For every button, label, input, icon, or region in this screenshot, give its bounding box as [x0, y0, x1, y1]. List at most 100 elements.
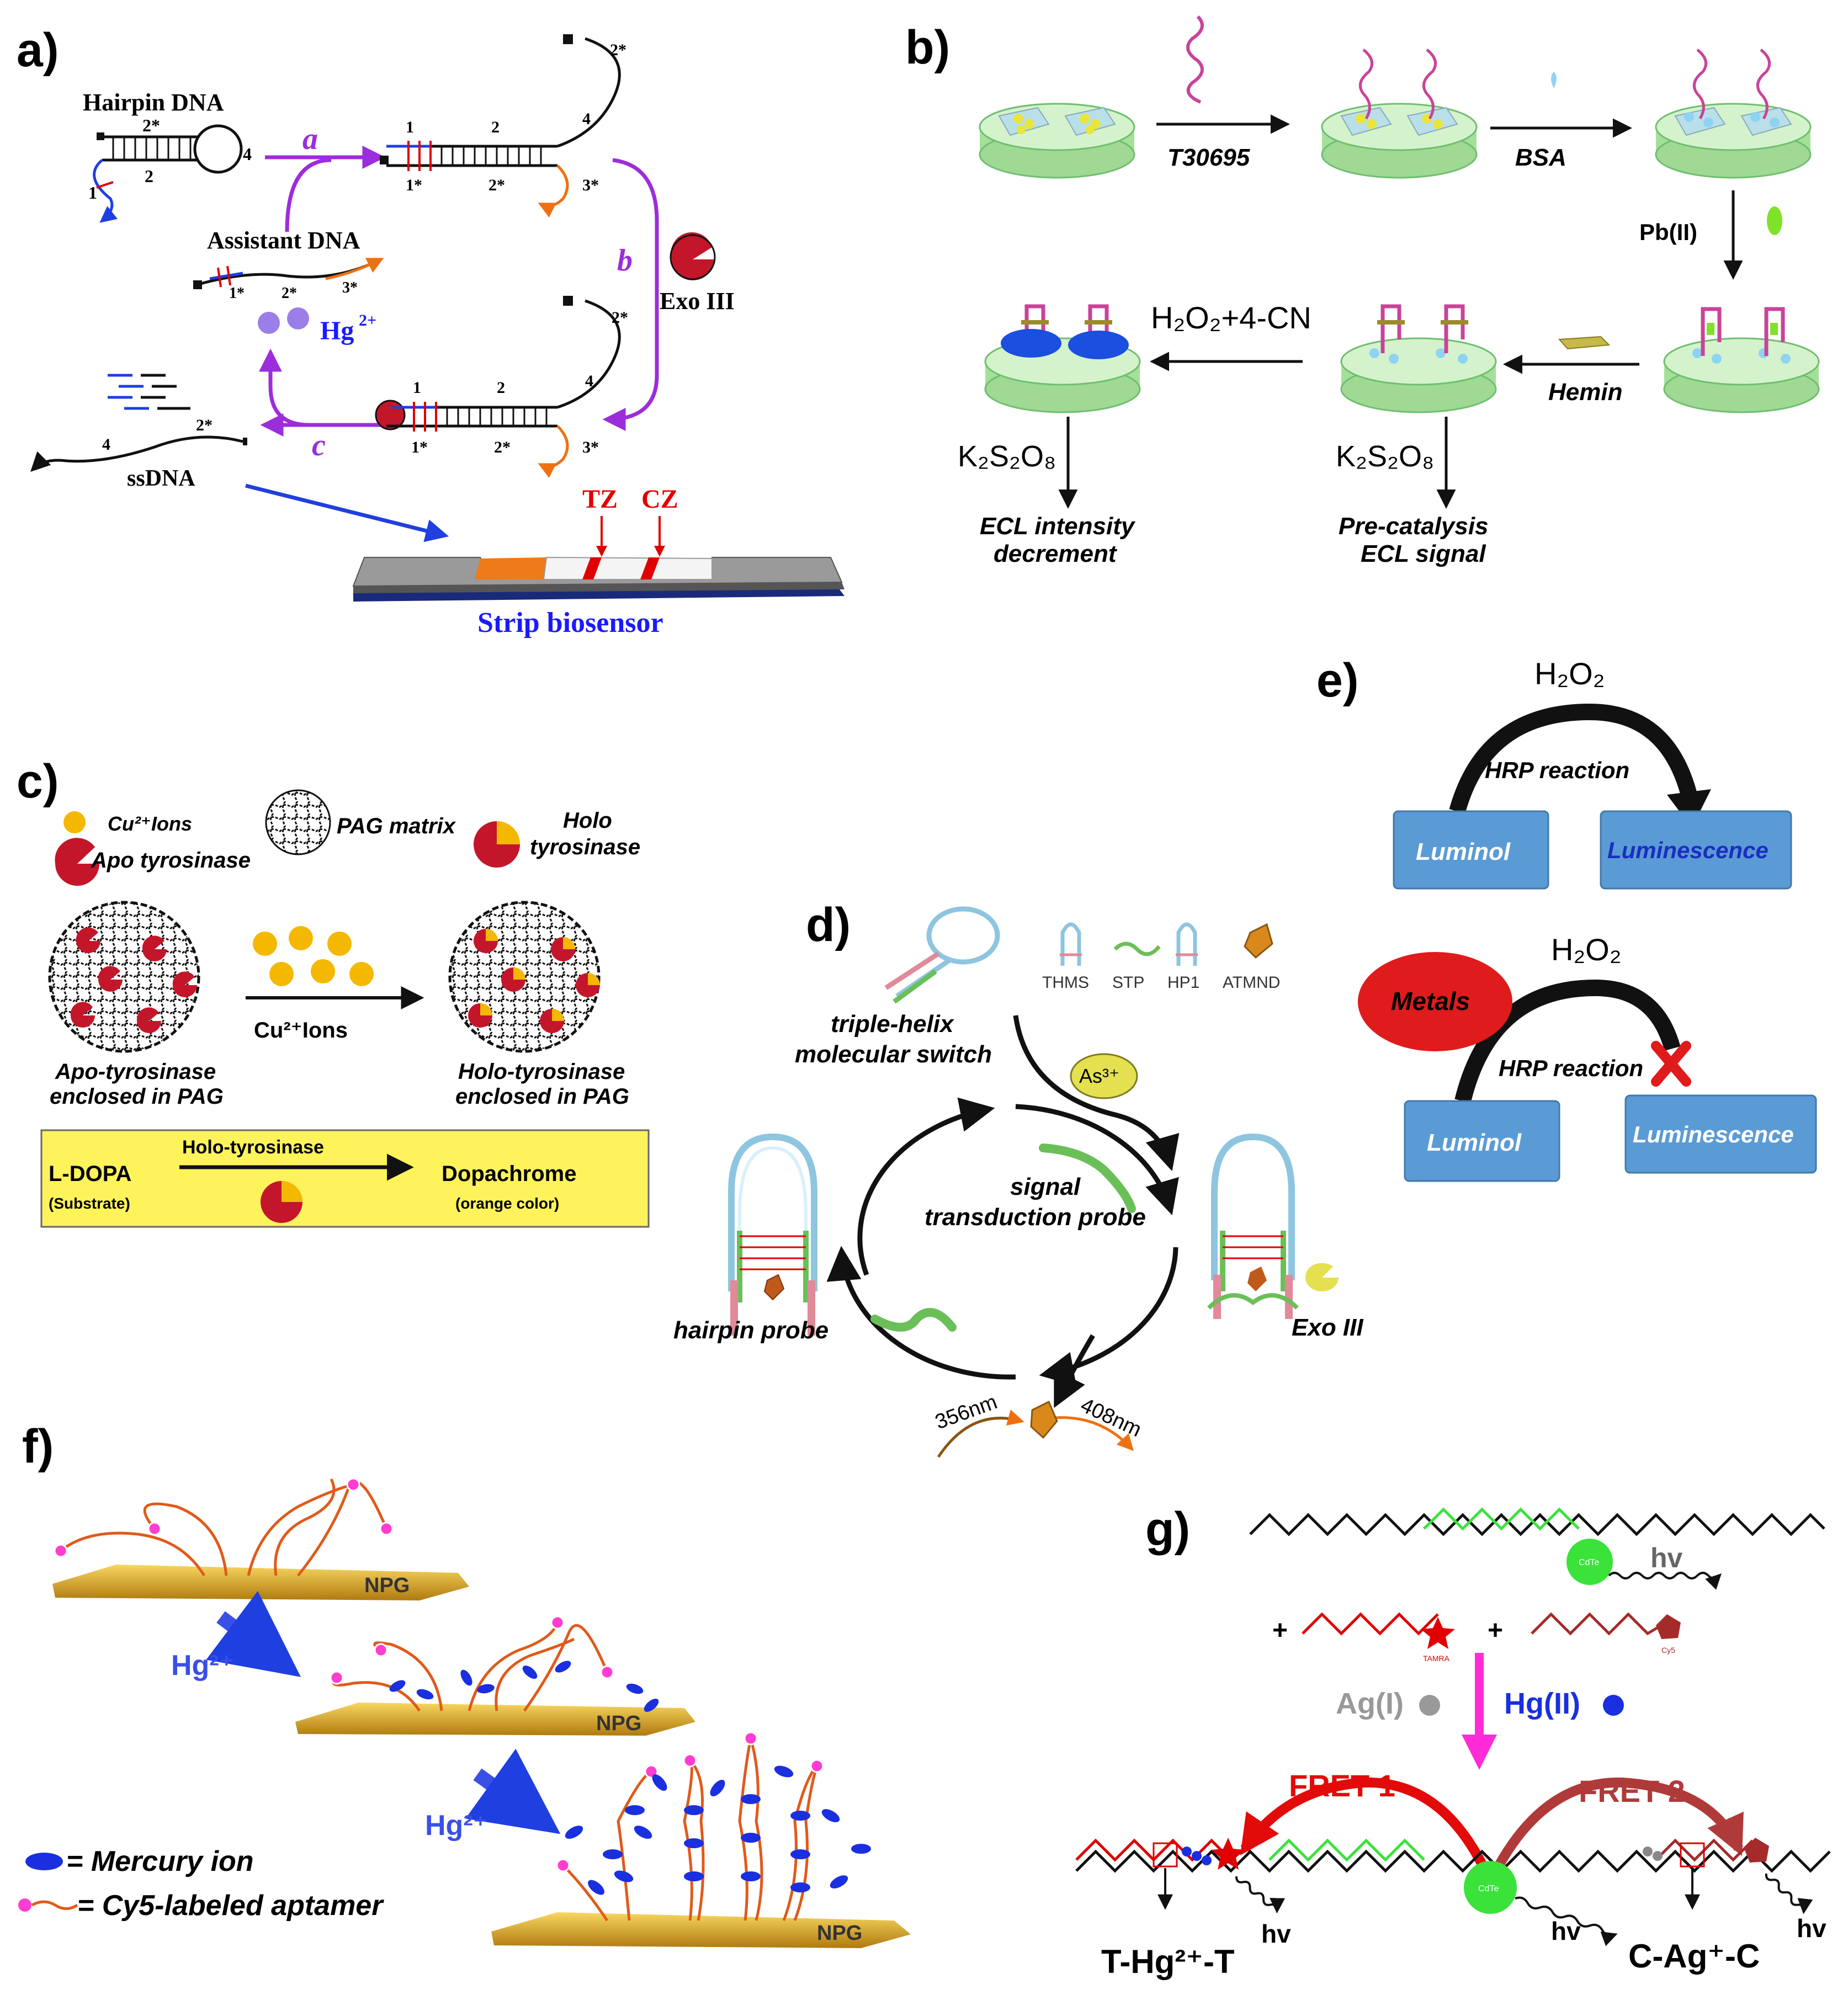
- mercury-ions-2: [389, 1661, 659, 1712]
- cy5-aptamer-legend-icon: [18, 1898, 31, 1912]
- tamra-label: TAMRA: [1423, 1654, 1450, 1663]
- hg-label-1: Hg²⁺: [171, 1650, 234, 1682]
- hg-label-2: Hg²⁺: [425, 1810, 488, 1842]
- hrp-label-top: HRP reaction: [1485, 757, 1629, 783]
- panel-a-label: a): [17, 24, 59, 77]
- hairpin-probe-right: [1207, 1133, 1299, 1319]
- luminescence-label-bottom: Luminescence: [1633, 1121, 1794, 1147]
- strip-biosensor: [352, 556, 845, 602]
- step-a-label: a: [302, 122, 318, 156]
- duplex-top: 1 2 4 2* 1* 2* 3*: [380, 34, 626, 218]
- holo-enclosed-line-1: Holo-tyrosinase: [458, 1060, 625, 1084]
- t30695-label: T30695: [1167, 144, 1250, 171]
- holo-enclosed-line-2: enclosed in PAG: [455, 1084, 629, 1109]
- stp-strand-bottom: [870, 1308, 957, 1332]
- t30695-strand-icon: [1186, 15, 1204, 104]
- plus-1: +: [1272, 1616, 1288, 1645]
- ag-ion-icon: [1419, 1695, 1440, 1716]
- precatalysis-line-1: Pre-catalysis: [1339, 513, 1489, 540]
- npg-label-3: NPG: [817, 1922, 862, 1945]
- aptamer-legend-label: = Cy5-labeled aptamer: [77, 1890, 384, 1922]
- svg-text:2: 2: [491, 118, 500, 136]
- cdte-qd-bottom: [1464, 1861, 1517, 1914]
- cy5-label: Cy5: [1661, 1646, 1675, 1655]
- ldopa-label: L-DOPA: [49, 1162, 131, 1186]
- electrode-aptamer: [1321, 49, 1478, 179]
- hg-ion-charge-a: 2+: [359, 311, 376, 329]
- svg-text:2*: 2*: [612, 308, 628, 327]
- luminol-label-top: Luminol: [1416, 838, 1511, 865]
- panel-b: b) T30695 BSA: [905, 15, 1820, 567]
- svg-text:2*: 2*: [494, 438, 511, 456]
- panel-d-label: d): [806, 898, 851, 951]
- h2o2-4cn-label: H₂O₂+4-CN: [1151, 300, 1311, 335]
- cdte-label-bottom: CdTe: [1478, 1884, 1499, 1893]
- apo-enclosed-line-1: Apo-tyrosinase: [55, 1060, 216, 1084]
- atmnd-fluorophore-icon: [1030, 1400, 1058, 1439]
- orange-color-label: (orange color): [455, 1195, 559, 1212]
- ssdna-strand: 4 2*: [30, 416, 247, 472]
- hrp-arc-top: [1449, 703, 1697, 814]
- hrp-label-bottom: HRP reaction: [1499, 1055, 1643, 1081]
- signal-line-2: transduction probe: [925, 1204, 1146, 1231]
- holo-legend-line-1: Holo: [563, 808, 612, 833]
- as-ion-label: As³⁺: [1079, 1065, 1119, 1087]
- mercury-legend-label: = Mercury ion: [66, 1845, 254, 1877]
- hv-label-2: hv: [1551, 1917, 1581, 1945]
- legend-thms: THMS: [1042, 974, 1089, 992]
- npg-label-1: NPG: [364, 1574, 410, 1597]
- cu-ions-arrow-label: Cu²⁺Ions: [254, 1018, 348, 1042]
- electrode-hemin: [1340, 304, 1497, 413]
- cu-ions-cluster: [253, 926, 374, 986]
- mercury-ion-legend-icon: [25, 1853, 63, 1870]
- svg-text:2*: 2*: [488, 176, 505, 194]
- hg-label-g: Hg(II): [1504, 1687, 1580, 1720]
- panel-a: a) Hairpin DNA 2* 2 4 1 a: [17, 24, 845, 639]
- thg-label: T-Hg²⁺-T: [1101, 1943, 1235, 1980]
- hv-label-3: hv: [1797, 1914, 1826, 1943]
- plus-2: +: [1488, 1616, 1503, 1645]
- panel-g-label: g): [1145, 1503, 1190, 1556]
- legend-hp1: HP1: [1167, 974, 1199, 992]
- d-legend: [1060, 922, 1273, 966]
- hairpin-dna: 2* 2 4 1: [88, 115, 252, 223]
- svg-text:3*: 3*: [582, 176, 599, 194]
- tamra-star-icon: [1421, 1617, 1455, 1649]
- cz-label: CZ: [641, 485, 678, 514]
- hg-arrow-2: [465, 1748, 561, 1834]
- holo-legend-line-2: tyrosinase: [530, 835, 640, 859]
- exo-iii-label-d: Exo III: [1292, 1314, 1363, 1341]
- cdte-label-top: CdTe: [1579, 1558, 1599, 1567]
- cu-ion-icon: [63, 811, 86, 833]
- precatalysis-line-2: ECL signal: [1361, 540, 1486, 567]
- bsa-label: BSA: [1515, 144, 1566, 171]
- reaction-box: [40, 1129, 650, 1228]
- switch-line-2: molecular switch: [795, 1041, 992, 1068]
- signal-line-1: signal: [1010, 1173, 1081, 1200]
- cagc-label: C-Ag⁺-C: [1628, 1938, 1760, 1975]
- svg-text:4: 4: [243, 144, 252, 164]
- luminescence-box-top: [1600, 810, 1792, 890]
- metals-label: Metals: [1391, 987, 1470, 1015]
- svg-text:2*: 2*: [142, 115, 160, 135]
- npg-label-2: NPG: [596, 1712, 641, 1735]
- exo-iii-icon-d: [1305, 1263, 1339, 1291]
- hv-label-1: hv: [1261, 1919, 1291, 1948]
- svg-text:3*: 3*: [342, 279, 358, 296]
- apo-tyrosinase-icon: [55, 838, 99, 886]
- svg-text:4: 4: [585, 372, 593, 390]
- duplex-bottom: 1 2 4 2* 1* 2* 3*: [375, 296, 628, 478]
- hrp-arc-bottom: [1454, 979, 1681, 1103]
- svg-text:1: 1: [413, 379, 421, 397]
- dopachrome-label: Dopachrome: [442, 1162, 577, 1186]
- svg-text:4: 4: [582, 110, 591, 128]
- svg-text:1*: 1*: [406, 176, 422, 194]
- step-b-label: b: [617, 243, 633, 278]
- tz-label: TZ: [582, 485, 618, 514]
- panel-c-label: c): [17, 755, 59, 808]
- hairpin-dna-label: Hairpin DNA: [83, 89, 224, 116]
- thms-structure: [884, 906, 1000, 1004]
- assistant-dna-label: Assistant DNA: [207, 227, 360, 254]
- pb-label: Pb(II): [1639, 219, 1697, 245]
